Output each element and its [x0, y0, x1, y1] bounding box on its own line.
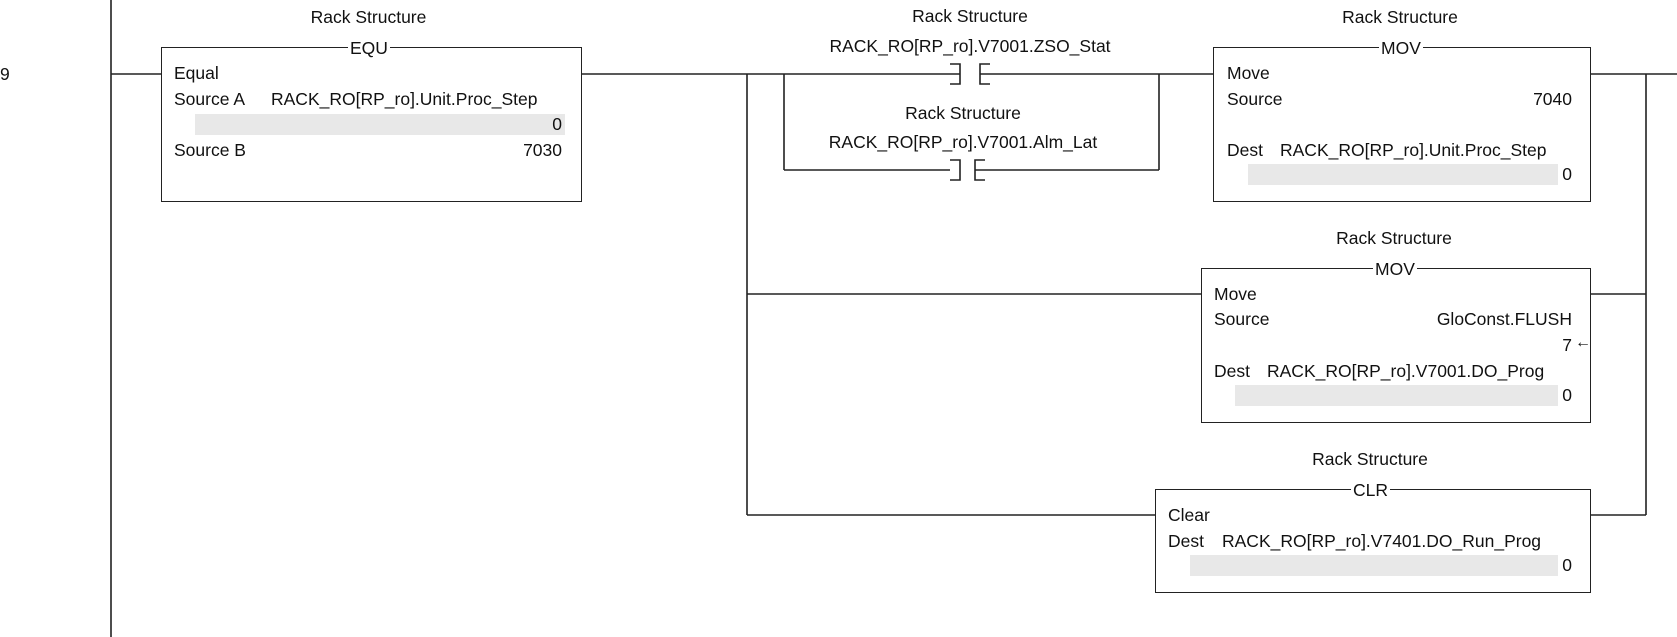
- mov-1-title: Move: [1227, 63, 1270, 83]
- equ-mnemonic: EQU: [348, 38, 390, 58]
- rung-number: 9: [0, 64, 10, 84]
- mov-2-source-value: 7: [1562, 335, 1572, 355]
- equ-source-b-value[interactable]: 7030: [523, 140, 562, 160]
- mov-2-title: Move: [1214, 284, 1257, 304]
- equ-source-a-value-field: [195, 114, 565, 135]
- arrow-left-icon: ←: [1575, 334, 1591, 351]
- mov-2-source-label: Source: [1214, 309, 1270, 329]
- equ-source-a-tag[interactable]: RACK_RO[RP_ro].Unit.Proc_Step: [271, 89, 538, 109]
- contact-1-symbol: [950, 63, 990, 85]
- equ-source-b-label: Source B: [174, 140, 246, 160]
- mov-1-source-label: Source: [1227, 89, 1283, 109]
- mov-1-mnemonic: MOV: [1379, 38, 1423, 58]
- clr-dest-label: Dest: [1168, 531, 1204, 551]
- clr-mnemonic: CLR: [1351, 480, 1391, 500]
- clr-group-label: Rack Structure: [1312, 449, 1428, 469]
- equ-group-label: Rack Structure: [310, 7, 427, 27]
- clr-title: Clear: [1168, 505, 1210, 525]
- mov-2-source-tag[interactable]: GloConst.FLUSH: [1436, 309, 1572, 329]
- mov-1-dest-label: Dest: [1227, 140, 1263, 160]
- mov-2-mnemonic: MOV: [1373, 259, 1417, 279]
- contact-1-tag[interactable]: RACK_RO[RP_ro].V7001.ZSO_Stat: [829, 36, 1111, 56]
- clr-dest-tag[interactable]: RACK_RO[RP_ro].V7401.DO_Run_Prog: [1222, 531, 1542, 551]
- contact-1-group-label: Rack Structure: [912, 6, 1028, 26]
- equ-title: Equal: [174, 63, 219, 83]
- mov-1-dest-value: 0: [1562, 164, 1572, 184]
- mov-2-dest-value: 0: [1562, 385, 1572, 405]
- mov-2-group-label: Rack Structure: [1336, 228, 1452, 248]
- mov-1-dest-value-field: [1248, 164, 1558, 185]
- contact-2-tag[interactable]: RACK_RO[RP_ro].V7001.Alm_Lat: [828, 132, 1098, 152]
- mov-1-source-value[interactable]: 7040: [1533, 89, 1572, 109]
- clr-dest-value-field: [1190, 555, 1558, 576]
- equ-source-a-value: 0: [552, 114, 562, 134]
- equ-source-a-label: Source A: [174, 89, 246, 109]
- mov-2-dest-label: Dest: [1214, 361, 1250, 381]
- contact-2-group-label: Rack Structure: [905, 103, 1021, 123]
- contact-2-symbol: [950, 159, 985, 181]
- clr-dest-value: 0: [1562, 555, 1572, 575]
- mov-2-dest-tag[interactable]: RACK_RO[RP_ro].V7001.DO_Prog: [1267, 361, 1545, 381]
- mov-1-dest-tag[interactable]: RACK_RO[RP_ro].Unit.Proc_Step: [1280, 140, 1547, 160]
- mov-2-dest-value-field: [1235, 385, 1558, 406]
- mov-1-group-label: Rack Structure: [1342, 7, 1458, 27]
